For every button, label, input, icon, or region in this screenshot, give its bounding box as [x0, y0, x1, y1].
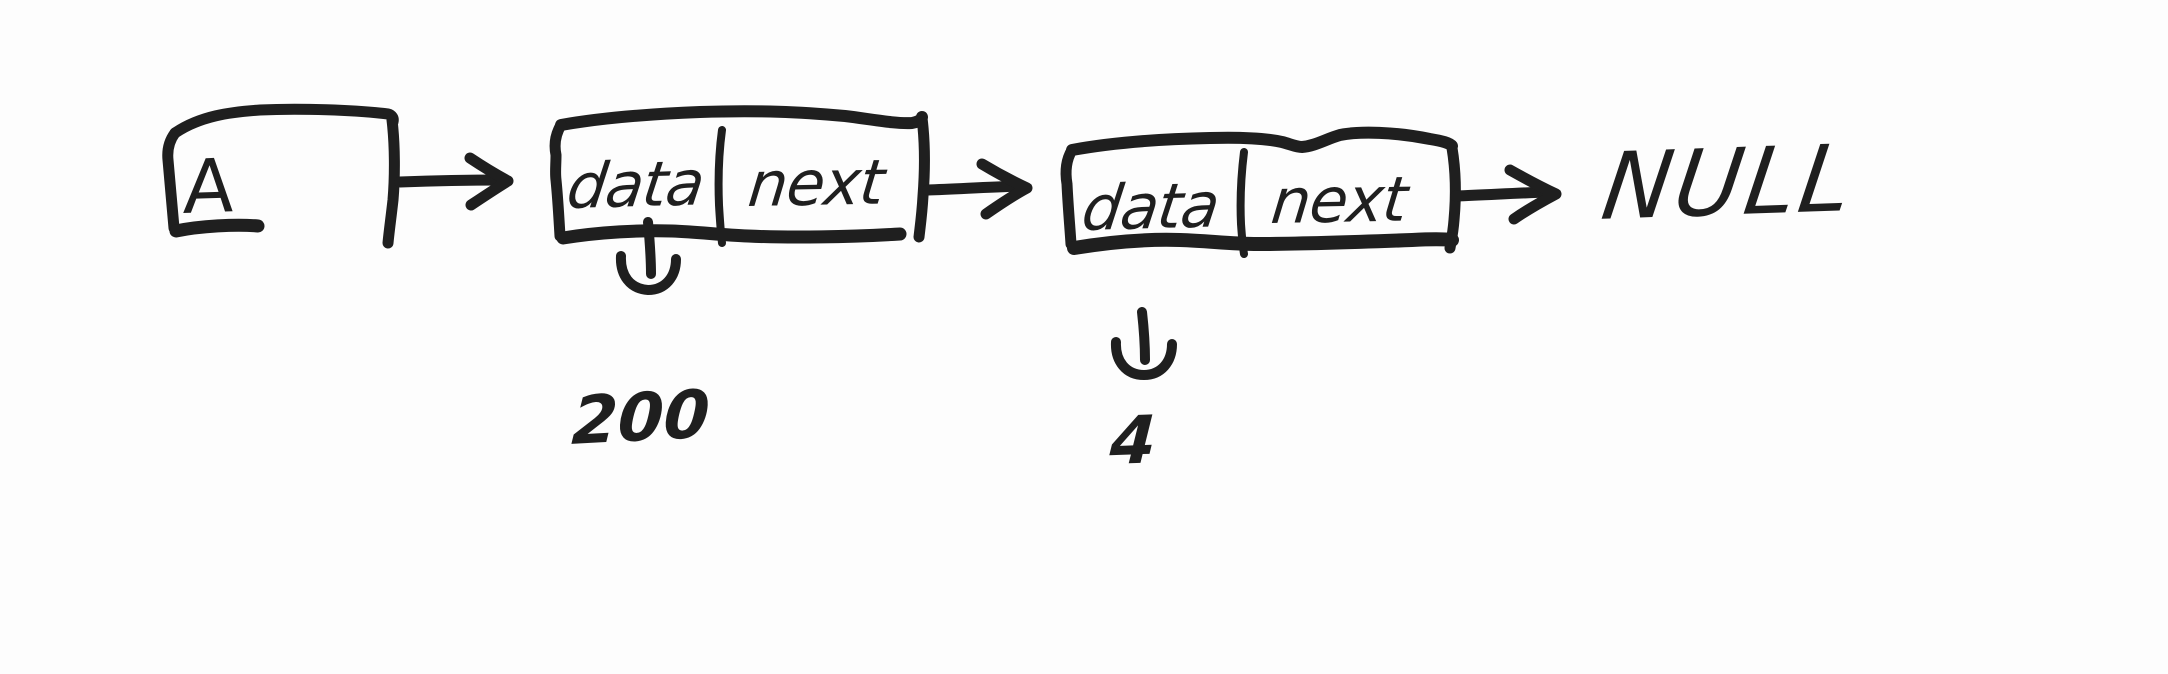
- head-box-A: [162, 103, 400, 249]
- arrow-head-to-node-0: [394, 152, 514, 211]
- node-1-box: [1060, 126, 1461, 258]
- arrow-node-1-to-null: [1450, 164, 1562, 225]
- arrow-node-1-data-value: [1110, 307, 1177, 380]
- arrow-node-0-to-node-1: [922, 158, 1033, 220]
- arrow-node-0-data-value: [615, 217, 681, 295]
- node-0-box: [549, 105, 930, 247]
